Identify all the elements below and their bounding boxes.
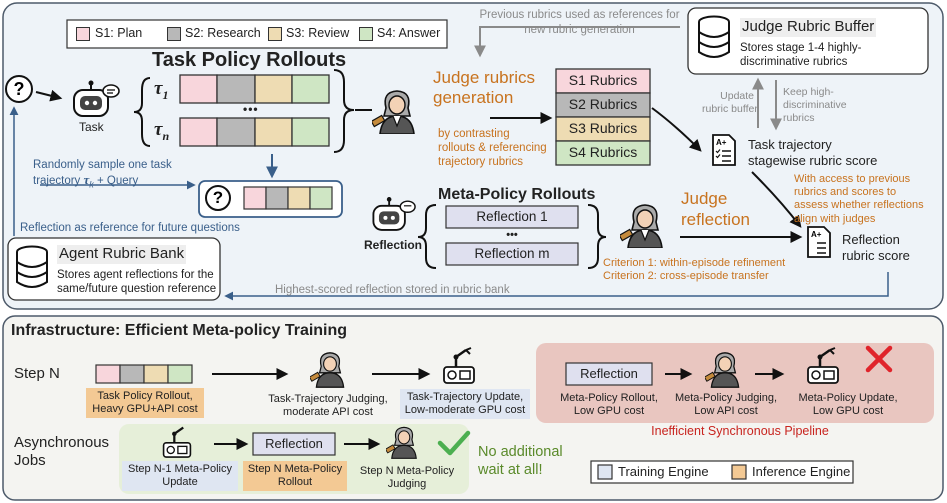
meta-right-brace <box>587 204 607 269</box>
meta-left-brace <box>417 204 437 269</box>
sync-reflection-box <box>565 362 653 386</box>
s1-rubrics-label: S1 Rubrics <box>568 72 638 88</box>
infrastructure-title: Infrastructure: Efficient Meta-policy Tr… <box>11 322 348 339</box>
svg-text:A+: A+ <box>811 230 822 239</box>
async-reflection-box <box>252 432 336 456</box>
meta-policy-rollouts-title: Meta-Policy Rollouts <box>438 186 596 203</box>
task-policy-rollout-cost: Task Policy Rollout,Heavy GPU+API cost <box>86 388 204 419</box>
task-robot-icon <box>73 80 120 117</box>
question-icon: ? <box>5 75 33 103</box>
meta-judging-icon <box>705 352 740 388</box>
async-judging-icon <box>386 426 417 459</box>
rollouts-brace <box>333 69 355 153</box>
rollout-bar-tau1 <box>179 74 330 104</box>
highest-scored-text: Highest-scored reflection stored in rubr… <box>275 284 510 296</box>
database-icon <box>698 15 730 58</box>
legend-label-s3: S3: Review <box>286 26 350 40</box>
judge-reflection-icon <box>620 204 663 248</box>
stage-legend-box <box>66 19 448 49</box>
legend-swatch-s3 <box>268 27 282 41</box>
tau-1-label: τ1 <box>154 78 169 102</box>
task-judging-icon <box>310 352 345 388</box>
meta-update-robot-arm-icon <box>807 347 839 384</box>
rollouts-ellipsis: ••• <box>243 102 259 116</box>
async-update-robot-arm-icon <box>162 426 192 458</box>
task-trajectory-update-cost: Task-Trajectory Update,Low-moderate GPU … <box>400 389 530 420</box>
svg-text:A+: A+ <box>716 138 727 147</box>
engine-legend-box <box>590 460 854 484</box>
reflection-m-box <box>445 242 579 266</box>
s3-rubrics-label: S3 Rubrics <box>568 120 638 136</box>
s2-rubrics-label: S2 Rubrics <box>568 96 638 112</box>
sampled-question-icon: ? <box>205 185 231 211</box>
async-reflection-label: Reflection <box>265 436 323 451</box>
rollout-bar-taun <box>179 117 330 147</box>
reflection-1-box <box>445 205 579 229</box>
criterion-2: Criterion 2: cross-episode transfer <box>603 270 769 282</box>
reflection-1-label: Reflection 1 <box>476 209 548 224</box>
legend-label-s2: S2: Research <box>185 26 261 40</box>
judge-icon <box>372 90 415 134</box>
reflection-as-reference-text: Reflection as reference for future quest… <box>20 222 240 234</box>
s2-rubrics-box <box>555 92 651 118</box>
sync-reflection-label: Reflection <box>580 366 638 381</box>
judge-rubric-buffer-title: Judge Rubric Buffer <box>740 18 877 37</box>
s4-rubrics-label: S4 Rubrics <box>568 144 638 160</box>
highest-scored-arrow <box>224 272 889 301</box>
s4-rubrics-box <box>555 140 651 166</box>
inefficient-sync-label: Inefficient Synchronous Pipeline <box>651 424 829 438</box>
legend-swatch-s2 <box>167 27 181 41</box>
task-policy-rollouts-title: Task Policy Rollouts <box>152 49 347 71</box>
agent-rubric-bank-title: Agent Rubric Bank <box>57 245 187 264</box>
red-cross-icon <box>865 345 893 373</box>
tau-n-label: τn <box>154 119 170 143</box>
prev-rubrics-arrow <box>474 26 680 58</box>
step-n-label: Step N <box>14 365 60 382</box>
inference-engine-legend: Inference Engine <box>752 464 851 479</box>
reflection-score-document-icon: A+ <box>807 226 831 258</box>
green-check-icon <box>437 430 471 456</box>
legend-label-s4: S4: Answer <box>377 26 441 40</box>
meta-rollout-cost: Meta-Policy Rollout,Low GPU cost <box>560 392 658 418</box>
reflection-robot-label: Reflection <box>364 238 423 252</box>
task-update-robot-arm-icon <box>443 347 475 384</box>
reflection-m-label: Reflection m <box>474 246 550 261</box>
training-engine-legend: Training Engine <box>618 464 709 479</box>
task-trajectory-judging-cost: Task-Trajectory Judging,moderate API cos… <box>268 393 388 419</box>
meta-judging-cost: Meta-Policy Judging,Low API cost <box>674 392 778 418</box>
legend-swatch-s1 <box>76 27 90 41</box>
s1-rubrics-box <box>555 68 651 94</box>
criterion-1: Criterion 1: within-episode refinement <box>603 257 786 269</box>
buffer-description: Stores stage 1-4 highly-discriminative r… <box>740 42 862 69</box>
legend-label-s1: S1: Plan <box>95 26 143 40</box>
random-sample-text: Randomly sample one task trajectory τk +… <box>33 159 172 190</box>
agent-bank-database-icon <box>16 245 48 288</box>
legend-swatch-s4 <box>359 27 373 41</box>
task-brace <box>133 77 151 147</box>
reflection-robot-icon <box>372 197 416 231</box>
meta-ellipsis: ••• <box>506 229 518 241</box>
step-n-rollout-bar <box>95 364 193 384</box>
score-document-icon: A+ <box>712 134 736 166</box>
meta-update-cost: Meta-Policy Update,Low GPU cost <box>798 392 898 418</box>
s3-rubrics-box <box>555 116 651 142</box>
task-label: Task <box>79 120 104 134</box>
